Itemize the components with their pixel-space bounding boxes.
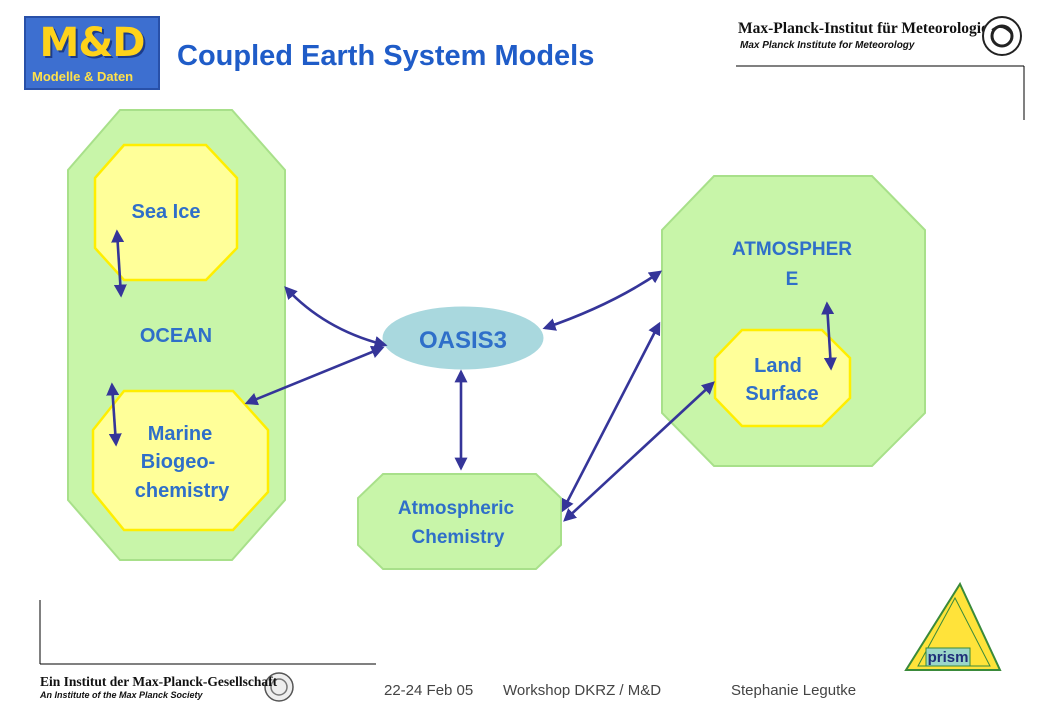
institute-subtitle: Max Planck Institute for Meteorology	[740, 40, 915, 51]
ocean-label: OCEAN	[140, 325, 212, 347]
atmosphere-label-line2: E	[786, 269, 799, 290]
footer-date: 22-24 Feb 05	[384, 682, 474, 699]
arrow-atmochem-land	[563, 381, 715, 522]
atmochem-label-line2: Chemistry	[412, 527, 505, 548]
marine-label-line3: chemistry	[135, 480, 230, 502]
prism-logo-text: prism	[928, 649, 969, 666]
page-title: Coupled Earth System Models	[177, 40, 595, 72]
marine-label-line2: Biogeo-	[141, 451, 215, 473]
arrow-marine-ocean	[106, 382, 122, 447]
sea-ice-component	[93, 143, 239, 282]
arrow-ocean-oasis	[284, 286, 388, 349]
arrow-atmochem-atmosphere	[561, 321, 661, 513]
mpg-emblem-icon	[264, 672, 294, 702]
atmospheric-chemistry-component	[357, 473, 562, 570]
footer-mpg-subtitle: An Institute of the Max Planck Society	[40, 690, 203, 700]
md-logo-text: M&D	[39, 20, 146, 66]
footer-mpg-text: Ein Institut der Max-Planck-Gesellschaft	[40, 674, 278, 689]
marine-label-line1: Marine	[148, 423, 212, 445]
oasis-label: OASIS3	[419, 327, 507, 354]
md-logo-subtitle: Modelle & Daten	[32, 69, 134, 84]
mpi-emblem-icon	[982, 16, 1022, 56]
arrow-sea-ice-ocean	[111, 229, 127, 298]
atmosphere-label-line1: ATMOSPHER	[732, 239, 852, 260]
arrow-oasis-atmosphere	[542, 270, 663, 331]
arrow-land-atmosphere	[821, 301, 837, 371]
institute-name: Max-Planck-Institut für Meteorologie	[738, 20, 988, 37]
atmochem-label-line1: Atmospheric	[398, 498, 515, 519]
md-logo: M&D Modelle & Daten	[24, 16, 160, 90]
footer-author: Stephanie Legutke	[731, 682, 857, 699]
footer-event: Workshop DKRZ / M&D	[503, 682, 662, 699]
land-label-line1: Land	[754, 355, 802, 377]
land-label-line2: Surface	[745, 383, 818, 405]
arrow-marine-oasis	[244, 345, 385, 406]
sea-ice-label: Sea Ice	[132, 201, 201, 223]
prism-logo: prism	[904, 581, 1002, 671]
